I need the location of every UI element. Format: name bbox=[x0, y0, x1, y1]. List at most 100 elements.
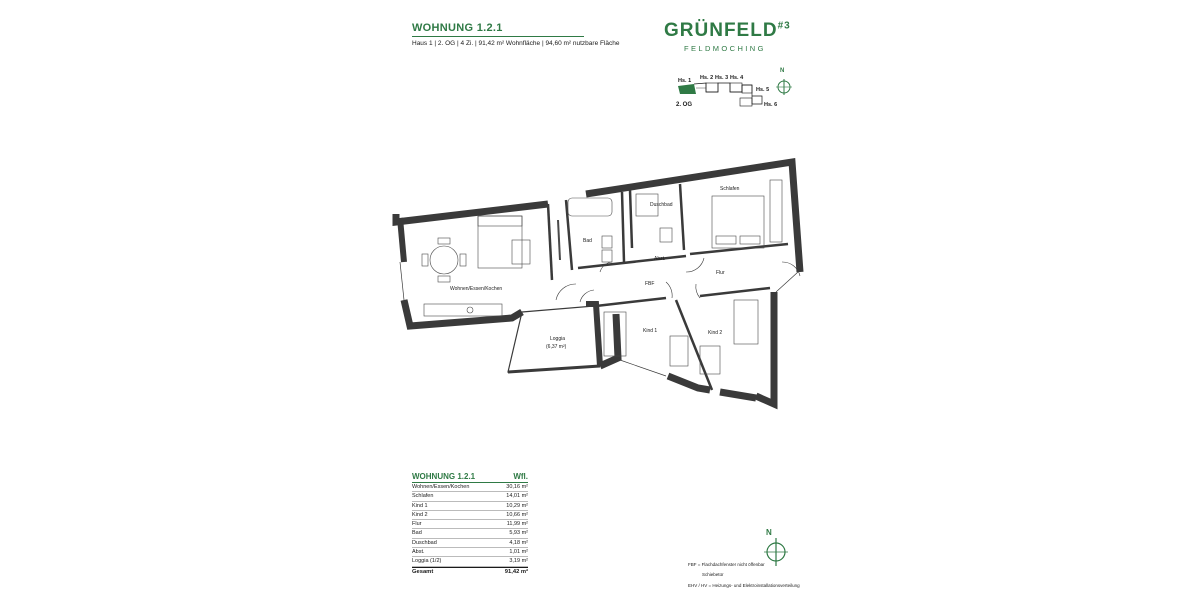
kitchen-hob bbox=[466, 306, 474, 314]
bad-sink bbox=[601, 235, 613, 249]
wall-kid1-north bbox=[595, 296, 667, 308]
keyplan-label-hs4: Hs. 4 bbox=[730, 75, 744, 81]
floor-label: 2. OG bbox=[676, 102, 693, 108]
dining-chair-e bbox=[459, 253, 467, 267]
table-row: Kind 2 10,66 m² bbox=[412, 511, 528, 521]
key-plan-highlight bbox=[678, 84, 696, 94]
row-area: 4,18 m² bbox=[509, 539, 528, 546]
legend-schiebetuer: Schiebetür bbox=[702, 572, 724, 577]
dining-table bbox=[429, 245, 459, 275]
dining-chair-s bbox=[437, 275, 451, 283]
bed-pillow-2 bbox=[739, 235, 761, 245]
window-kid1 bbox=[619, 359, 667, 377]
door-kid2 bbox=[695, 283, 701, 299]
dining-chair-n bbox=[437, 237, 451, 245]
compass-large-label: N bbox=[766, 528, 772, 537]
room-label-loggia: Loggia bbox=[550, 336, 565, 342]
brand-suffix: #3 bbox=[777, 20, 791, 32]
wall-pillar bbox=[586, 301, 603, 367]
row-area: 10,29 m² bbox=[506, 502, 528, 509]
wall-duschbad-east bbox=[678, 183, 686, 251]
door-kid1 bbox=[665, 281, 673, 299]
row-room: Loggia (1/2) bbox=[412, 558, 442, 565]
wall-schlafen-south bbox=[689, 242, 789, 256]
row-room: Flur bbox=[412, 521, 422, 528]
key-plan-block-6 bbox=[739, 97, 753, 107]
wall-kid2-north bbox=[699, 286, 771, 298]
area-table-title: WOHNUNG 1.2.1 bbox=[412, 472, 476, 481]
area-table-col: Wfl. bbox=[513, 472, 528, 481]
row-area: 14,01 m² bbox=[506, 493, 528, 500]
legend-fbf: FBF = Flachdachfenster nicht öffenbar bbox=[688, 562, 765, 567]
keyplan-label-hs6: Hs. 6 bbox=[764, 102, 778, 108]
room-label-loggia-area: (6,37 m²) bbox=[546, 344, 567, 350]
room-labels: Wohnen/Essen/Kochen Schlafen Duschbad Ba… bbox=[450, 186, 740, 350]
door-loggia bbox=[579, 289, 595, 303]
keyplan-label-hs1: Hs. 1 bbox=[678, 78, 692, 84]
row-room: Duschbad bbox=[412, 539, 437, 546]
doors bbox=[555, 257, 801, 303]
brand-logo: GRÜNFELD#3 bbox=[664, 20, 791, 42]
windows bbox=[399, 167, 799, 377]
key-plan-block-2 bbox=[705, 82, 719, 93]
loggia bbox=[507, 305, 601, 374]
room-label-duschbad: Duschbad bbox=[650, 202, 673, 208]
area-table-header: WOHNUNG 1.2.1 Wfl. bbox=[412, 472, 528, 483]
keyplan-label-hs5: Hs. 5 bbox=[756, 87, 770, 93]
furniture bbox=[421, 179, 783, 375]
table-row: Flur 11,99 m² bbox=[412, 520, 528, 530]
window-east bbox=[775, 271, 799, 293]
kid2-desk bbox=[699, 345, 721, 375]
wall-kids-south bbox=[598, 313, 622, 370]
keyplan-label-hs3: Hs. 3 bbox=[715, 75, 729, 81]
compass-large bbox=[764, 538, 788, 566]
bad-toilet bbox=[601, 249, 613, 263]
wall-kid1-south bbox=[666, 372, 711, 394]
table-row: Schlafen 14,01 m² bbox=[412, 492, 528, 502]
row-area: 1,01 m² bbox=[509, 549, 528, 556]
row-room: Schlafen bbox=[412, 493, 434, 500]
keyplan-label-hs2: Hs. 2 bbox=[700, 75, 714, 81]
apartment-title: WOHNUNG 1.2.1 bbox=[412, 22, 503, 34]
room-label-flur: Flur bbox=[716, 270, 725, 276]
total-value: 91,42 m² bbox=[504, 568, 528, 575]
row-room: Kind 2 bbox=[412, 511, 428, 518]
wall-kid2-south bbox=[719, 388, 757, 402]
wall-bad-east bbox=[620, 191, 626, 263]
room-label-fbf: FBF bbox=[645, 281, 654, 287]
tv-board bbox=[557, 219, 561, 261]
row-room: Bad bbox=[412, 530, 422, 537]
loggia-railing bbox=[507, 364, 601, 374]
door-schlafen bbox=[685, 257, 705, 273]
interior-walls bbox=[546, 183, 789, 391]
wall-bad-west bbox=[564, 199, 574, 271]
bathtub bbox=[567, 197, 613, 217]
sofa-back bbox=[477, 215, 523, 227]
wall-living-south bbox=[400, 299, 524, 330]
floor-plan: Wohnen/Essen/Kochen Schlafen Duschbad Ba… bbox=[392, 157, 804, 410]
duschbad-wc bbox=[659, 227, 673, 243]
wall-hall-west bbox=[546, 203, 554, 281]
kid2-bed bbox=[733, 299, 759, 345]
door-living bbox=[555, 283, 577, 301]
key-plan-block-4 bbox=[729, 82, 743, 93]
row-area: 30,16 m² bbox=[506, 484, 528, 490]
sofa bbox=[477, 215, 523, 269]
double-bed bbox=[711, 195, 765, 249]
shower-tray bbox=[635, 193, 659, 217]
wall-core-south bbox=[577, 254, 687, 270]
legend-ehv: EHV / HV = Heizungs- und Elektroinstalla… bbox=[688, 583, 800, 588]
row-area: 11,99 m² bbox=[506, 521, 528, 528]
key-plan bbox=[678, 82, 763, 107]
wardrobe-schlafen bbox=[769, 179, 783, 243]
window-living-north bbox=[469, 203, 547, 214]
wall-living-west bbox=[397, 217, 407, 263]
kid1-desk bbox=[669, 335, 689, 367]
row-area: 10,66 m² bbox=[506, 511, 528, 518]
room-label-wohnen: Wohnen/Essen/Kochen bbox=[450, 286, 502, 292]
